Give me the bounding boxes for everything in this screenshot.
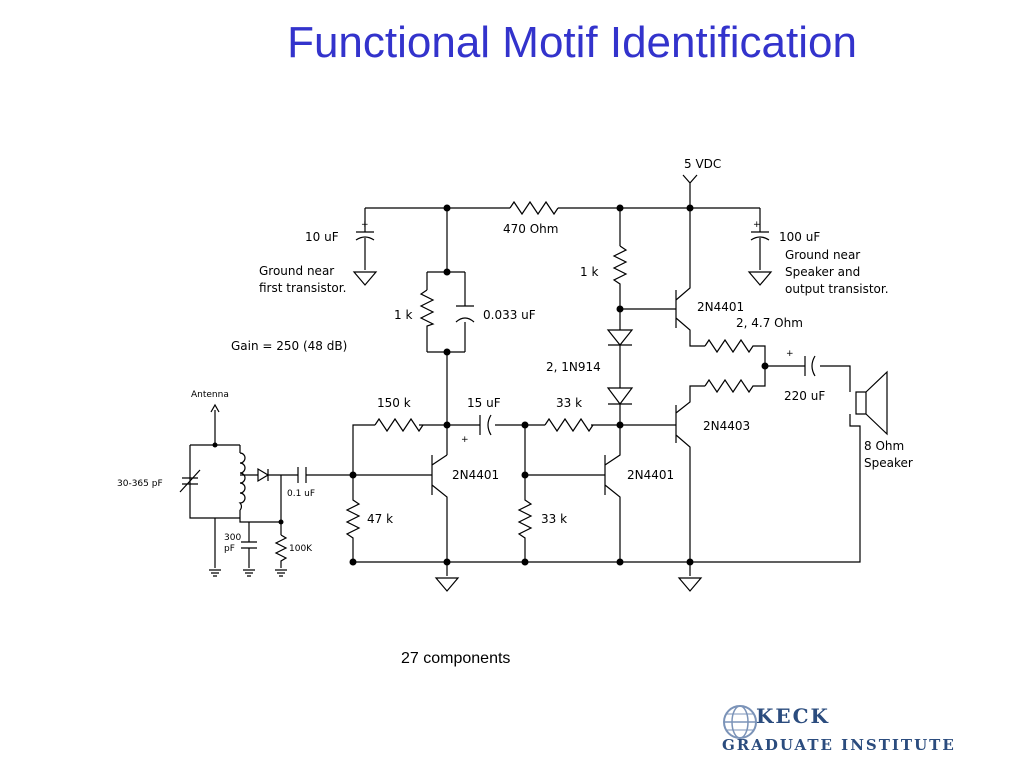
ground-icon [209,569,221,577]
resistor-100k [274,534,288,568]
resistor-1k-left [419,289,435,336]
label-q-2n4403: 2N4403 [703,419,750,433]
cap-220uf [804,355,816,377]
cap-100uf [750,208,770,270]
label-gain: Gain = 250 (48 dB) [231,339,347,353]
label-150k: 150 k [377,396,411,410]
note-ground-speaker-1: Ground near [785,248,860,262]
logo-line-2: GRADUATE INSTITUTE [722,736,956,754]
plus-100uf: + [753,220,761,230]
label-q2: 2N4401 [627,468,674,482]
wire [689,340,705,347]
transistor-2n4403 [620,385,705,562]
slide-title: Functional Motif Identification [287,18,857,67]
cap-01uf [297,467,307,483]
ground-icon [243,569,255,577]
label-33k-top: 33 k [556,396,582,410]
variable-cap-icon [179,469,201,493]
resistor-47-ohm-a [704,338,766,366]
label-47k: 47 k [367,512,393,526]
inductor-coil-icon [238,452,246,511]
resistor-150k [374,417,424,433]
resistor-47-ohm-b [704,366,766,394]
label-10uf: 10 uF [305,230,339,244]
diode-icon [606,387,634,405]
label-100uf: 100 uF [779,230,820,244]
resistor-33k-top [544,417,594,433]
note-ground-first-2: first transistor. [259,281,346,295]
transistor-2n4401-upper [620,208,691,340]
note-ground-speaker-3: output transistor. [785,282,889,296]
cap-10uf [355,208,375,270]
label-q1: 2N4401 [452,468,499,482]
label-diodes: 2, 1N914 [546,360,601,374]
label-1k-top: 1 k [580,265,598,279]
label-0033uf: 0.033 uF [483,308,536,322]
keck-logo: KECK GRADUATE INSTITUTE [716,700,1006,762]
cap-300pf [241,541,257,568]
label-100k: 100K [289,544,313,554]
resistor-470-ohm [509,200,559,216]
component-count: 27 components [401,650,511,667]
ground-icon [434,577,460,592]
transistor-q2 [604,425,621,562]
label-1k-left: 1 k [394,308,412,322]
plus-10uf: + [361,220,369,230]
label-300pf-2: pF [224,544,235,554]
label-15uf: 15 uF [467,396,501,410]
label-speaker-2: Speaker [864,456,913,470]
label-antenna: Antenna [191,390,229,400]
junction-dots [212,204,769,566]
logo-line-1: KECK [756,704,830,728]
cap-0033uf [455,305,475,323]
resistor-33k-bottom [517,497,533,562]
note-ground-speaker-2: Speaker and [785,265,860,279]
label-01uf: 0.1 uF [287,489,315,499]
speaker-icon [690,370,888,563]
wire [765,365,851,392]
transistor-q1 [353,454,448,562]
label-220uf: 220 uF [784,389,825,403]
plus-15uf: + [461,435,469,445]
wire [446,562,691,576]
plus-220uf: + [786,349,794,359]
ground-icon [275,569,287,577]
resistor-47k [345,475,361,562]
wire [426,208,466,455]
ground-icon [352,271,378,286]
label-speaker-1: 8 Ohm [864,439,904,453]
diode-icon [606,329,634,346]
resistor-1k-top [612,245,628,288]
label-47-ohm: 2, 4.7 Ohm [736,316,803,330]
diode-icon [257,467,270,483]
wire [524,425,605,497]
wire [189,444,241,519]
supply-arrow-icon [682,174,698,208]
label-33k-bottom: 33 k [541,512,567,526]
wire [214,475,282,568]
label-tune-cap: 30-365 pF [117,479,163,489]
ground-icon [677,577,703,592]
ground-icon [747,271,773,286]
globe-logo-icon [723,705,757,739]
antenna-icon [210,403,220,445]
note-ground-first-1: Ground near [259,264,334,278]
label-q-upper: 2N4401 [697,300,744,314]
label-470-ohm: 470 Ohm [503,222,558,236]
label-300pf-1: 300 [224,533,241,543]
label-supply: 5 VDC [684,157,721,171]
cap-15uf [479,414,492,436]
